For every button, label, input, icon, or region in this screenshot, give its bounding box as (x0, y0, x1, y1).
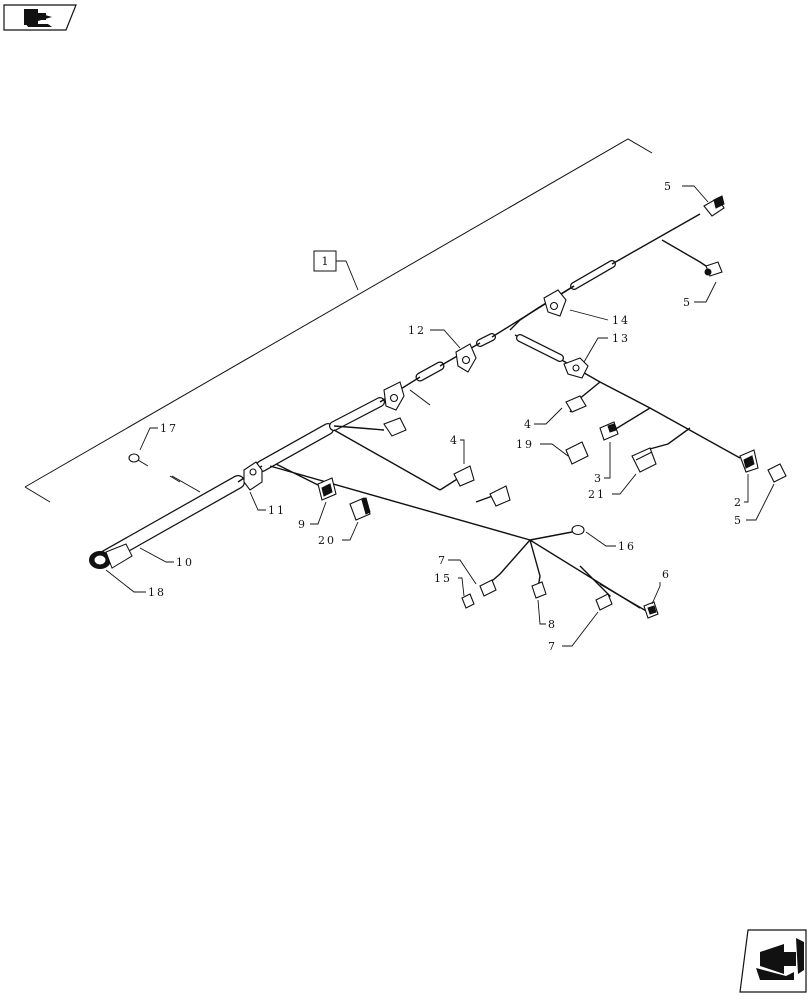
clip-13 (563, 357, 589, 379)
callouts: 5 5 14 12 13 17 4 4 (105, 180, 775, 653)
grommet-18 (89, 543, 133, 569)
svg-text:8: 8 (548, 618, 557, 631)
svg-text:21: 21 (588, 488, 606, 501)
callout-6[interactable]: 6 (651, 568, 671, 605)
svg-text:14: 14 (612, 314, 630, 327)
assembly-outline (24, 138, 653, 503)
callout-18[interactable]: 18 (105, 569, 166, 599)
connector-5-lower (704, 261, 723, 277)
callout-7-lower[interactable]: 7 (548, 611, 599, 653)
svg-text:4: 4 (450, 434, 459, 447)
svg-text:16: 16 (618, 540, 636, 553)
callout-14[interactable]: 14 (569, 309, 630, 327)
svg-text:18: 18 (148, 586, 166, 599)
clip-14 (543, 289, 567, 317)
svg-text:5: 5 (683, 296, 692, 309)
callout-4-upper[interactable]: 4 (524, 407, 563, 431)
connector-branch-top (383, 417, 407, 437)
connector-21 (631, 447, 657, 473)
connector-15 (461, 593, 475, 609)
connector-9 (317, 477, 337, 501)
connector-5-right (767, 463, 787, 483)
svg-text:10: 10 (176, 556, 194, 569)
ring-terminal-17 (128, 453, 181, 483)
book-arrow-icon (756, 938, 804, 980)
connector-20 (349, 497, 371, 521)
clip-near-12-lower (383, 381, 405, 411)
clip-12 (455, 343, 477, 373)
connector-7-upper (479, 579, 497, 597)
callout-5-right[interactable]: 5 (734, 483, 775, 527)
clip-11 (243, 461, 263, 491)
svg-text:2: 2 (734, 496, 743, 509)
svg-text:15: 15 (434, 572, 452, 585)
connector-3 (599, 421, 619, 441)
svg-text:9: 9 (298, 518, 307, 531)
callout-3[interactable]: 3 (594, 442, 611, 485)
callout-13[interactable]: 13 (583, 332, 630, 363)
connector-5-upper (703, 195, 725, 217)
callout-11[interactable]: 11 (249, 491, 286, 517)
callout-21[interactable]: 21 (588, 473, 637, 501)
callout-10[interactable]: 10 (139, 547, 194, 569)
callout-5-second[interactable]: 5 (683, 281, 717, 309)
callout-label: 1 (322, 255, 329, 268)
callout-4-lower[interactable]: 4 (450, 434, 465, 464)
ring-terminal-16 (571, 524, 585, 536)
connector-2 (739, 449, 759, 473)
svg-text:11: 11 (268, 504, 286, 517)
connector-4-lower-a (453, 465, 475, 487)
callout-15[interactable]: 15 (434, 572, 465, 597)
svg-text:12: 12 (408, 324, 426, 337)
connector-8 (531, 581, 547, 599)
svg-text:4: 4 (524, 418, 533, 431)
callout-20[interactable]: 20 (318, 521, 359, 547)
nav-back-button[interactable] (3, 4, 77, 31)
svg-text:13: 13 (612, 332, 630, 345)
callout-5-top[interactable]: 5 (664, 180, 709, 203)
connector-4-upper (565, 395, 587, 413)
callout-12[interactable]: 12 (408, 324, 461, 349)
svg-text:19: 19 (516, 438, 534, 451)
connector-19 (565, 441, 589, 465)
svg-text:3: 3 (594, 472, 603, 485)
svg-text:17: 17 (160, 422, 178, 435)
book-arrow-icon (24, 9, 52, 27)
svg-text:7: 7 (438, 554, 447, 567)
connector-7-lower (595, 593, 613, 611)
connector-4-lower-b (489, 485, 511, 507)
svg-text:5: 5 (664, 180, 673, 193)
main-harness (93, 213, 741, 613)
callout-2[interactable]: 2 (734, 474, 749, 509)
callout-9[interactable]: 9 (298, 501, 327, 531)
callout-7-upper[interactable]: 7 (438, 554, 477, 585)
svg-text:5: 5 (734, 514, 743, 527)
svg-text:20: 20 (318, 534, 336, 547)
callout-19[interactable]: 19 (516, 438, 569, 457)
callout-17[interactable]: 17 (139, 422, 178, 451)
svg-text:6: 6 (662, 568, 671, 581)
nav-next-button[interactable] (739, 929, 807, 993)
callout-16[interactable]: 16 (585, 531, 636, 553)
callout-8[interactable]: 8 (537, 599, 557, 631)
connector-6 (643, 601, 659, 619)
assembly-callout-1[interactable]: 1 (313, 250, 359, 291)
svg-text:7: 7 (548, 640, 557, 653)
